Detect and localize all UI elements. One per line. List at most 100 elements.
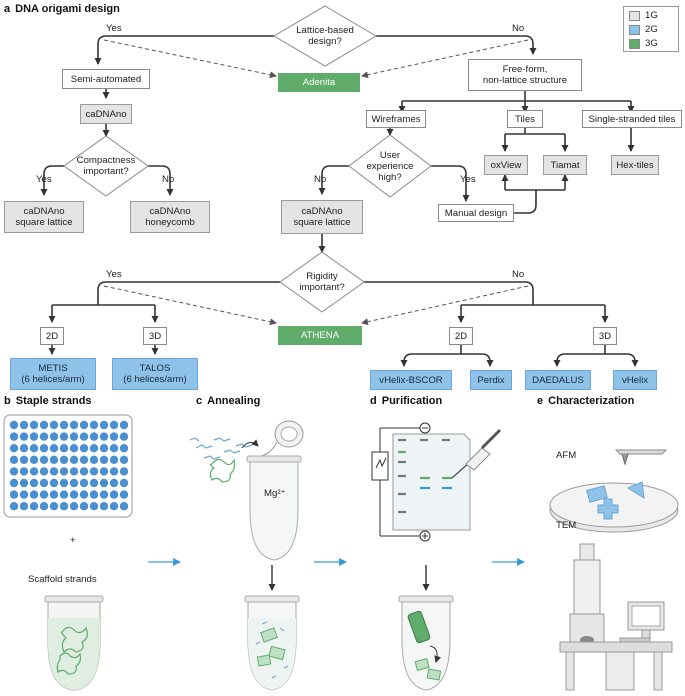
plate-well bbox=[69, 502, 79, 511]
node-oxview: oxView bbox=[484, 155, 528, 175]
well-plate bbox=[3, 414, 133, 518]
legend-3g: 3G bbox=[629, 38, 658, 49]
node-adenita: Adenita bbox=[278, 73, 360, 92]
node-metis: METIS (6 helices/arm) bbox=[10, 358, 96, 390]
node-vhelix: vHelix bbox=[613, 370, 657, 390]
node-talos: TALOS (6 helices/arm) bbox=[112, 358, 198, 390]
plate-well bbox=[89, 444, 99, 453]
legend-swatch-1g bbox=[629, 10, 640, 21]
plate-well bbox=[29, 478, 39, 488]
plate-well bbox=[109, 420, 119, 430]
plate-well bbox=[9, 502, 19, 511]
panel-c-title: Annealing bbox=[207, 395, 261, 407]
decision-rigidity-line2: important? bbox=[299, 282, 345, 293]
plate-well bbox=[69, 420, 79, 430]
node-free-form-line2: non-lattice structure bbox=[482, 75, 568, 86]
legend-1g: 1G bbox=[629, 10, 658, 21]
decision-compactness-line2: important? bbox=[83, 166, 129, 177]
plate-well bbox=[49, 478, 59, 488]
node-talos-line1: TALOS bbox=[139, 363, 171, 374]
node-metis-line2: (6 helices/arm) bbox=[21, 374, 85, 385]
node-cadnano-square-mid-line2: square lattice bbox=[293, 217, 351, 228]
answer-yes-lattice: Yes bbox=[106, 23, 122, 34]
mg-ion-label: Mg²⁺ bbox=[264, 488, 286, 499]
decision-rigidity: Rigidity important? bbox=[282, 270, 362, 294]
plate-well bbox=[49, 432, 59, 441]
plate-well bbox=[109, 478, 119, 488]
plate-well bbox=[19, 478, 29, 488]
node-manual-design: Manual design bbox=[438, 204, 514, 222]
legend-label-1g: 1G bbox=[645, 10, 658, 21]
node-athena: ATHENA bbox=[278, 326, 362, 345]
plate-well bbox=[59, 467, 69, 476]
node-free-form: Free-form, non-lattice structure bbox=[468, 59, 582, 91]
annealing-tube bbox=[241, 420, 304, 561]
decision-user-experience: User experience high? bbox=[352, 149, 428, 183]
plate-well bbox=[19, 455, 29, 464]
plate-well bbox=[69, 467, 79, 476]
plate-well bbox=[39, 444, 49, 453]
node-hex-tiles: Hex-tiles bbox=[611, 155, 659, 175]
plate-well bbox=[99, 490, 109, 499]
plus-sign: + bbox=[70, 535, 76, 546]
node-cadnano-square-left-line1: caDNAno bbox=[23, 206, 65, 217]
node-cadnano-square-mid: caDNAno square lattice bbox=[281, 200, 363, 234]
panel-letter-b: b bbox=[4, 395, 11, 407]
plate-well bbox=[119, 432, 129, 441]
node-cadnano-square-left: caDNAno square lattice bbox=[4, 201, 84, 233]
node-right-3d: 3D bbox=[593, 327, 617, 345]
plate-well bbox=[89, 467, 99, 476]
plate-well bbox=[9, 478, 19, 488]
legend-label-2g: 2G bbox=[645, 24, 658, 35]
afm-label: AFM bbox=[556, 450, 577, 461]
plate-well bbox=[59, 420, 69, 430]
plate-well bbox=[49, 444, 59, 453]
answer-yes-user-experience: Yes bbox=[460, 174, 476, 185]
plate-well bbox=[109, 455, 119, 464]
plate-well bbox=[39, 455, 49, 464]
node-metis-line1: METIS bbox=[38, 363, 68, 374]
node-left-2d: 2D bbox=[40, 327, 64, 345]
plate-well bbox=[119, 502, 129, 511]
panel-a-title: DNA origami design bbox=[15, 3, 120, 15]
node-tiles: Tiles bbox=[507, 110, 543, 128]
plate-well bbox=[19, 432, 29, 441]
plate-well bbox=[109, 444, 119, 453]
node-cadnano-square-left-line2: square lattice bbox=[15, 217, 73, 228]
decision-diamonds bbox=[63, 5, 432, 313]
plate-well bbox=[119, 490, 129, 499]
afm-illustration bbox=[549, 449, 679, 533]
plate-well bbox=[79, 502, 89, 511]
node-daedalus: DAEDALUS bbox=[525, 370, 591, 390]
answer-no-rigidity: No bbox=[512, 269, 525, 280]
panel-e-title: Characterization bbox=[548, 395, 635, 407]
plate-well bbox=[19, 467, 29, 476]
tem-illustration bbox=[559, 543, 673, 691]
plate-well bbox=[39, 420, 49, 430]
plate-well bbox=[79, 444, 89, 453]
plate-well bbox=[49, 467, 59, 476]
node-wireframes: Wireframes bbox=[366, 110, 426, 128]
panel-letter-e: e bbox=[537, 395, 544, 407]
node-vhelix-bscor: vHelix-BSCOR bbox=[370, 370, 452, 390]
plate-well bbox=[99, 444, 109, 453]
plate-well bbox=[99, 478, 109, 488]
plate-well bbox=[119, 420, 129, 430]
answer-no-compactness: No bbox=[162, 174, 175, 185]
gel-setup bbox=[371, 422, 502, 542]
answer-no-user-experience: No bbox=[314, 174, 327, 185]
plate-well bbox=[89, 478, 99, 488]
plate-well bbox=[29, 455, 39, 464]
flowchart-connectors bbox=[40, 35, 639, 367]
decision-compactness: Compactness important? bbox=[66, 154, 146, 178]
plate-well bbox=[79, 420, 89, 430]
plate-well bbox=[79, 432, 89, 441]
decision-rigidity-line1: Rigidity bbox=[306, 271, 338, 282]
plate-well bbox=[9, 490, 19, 499]
node-talos-line2: (6 helices/arm) bbox=[123, 374, 187, 385]
plate-well bbox=[109, 467, 119, 476]
node-cadnano-honeycomb-line2: honeycomb bbox=[145, 217, 195, 228]
plate-well bbox=[29, 490, 39, 499]
